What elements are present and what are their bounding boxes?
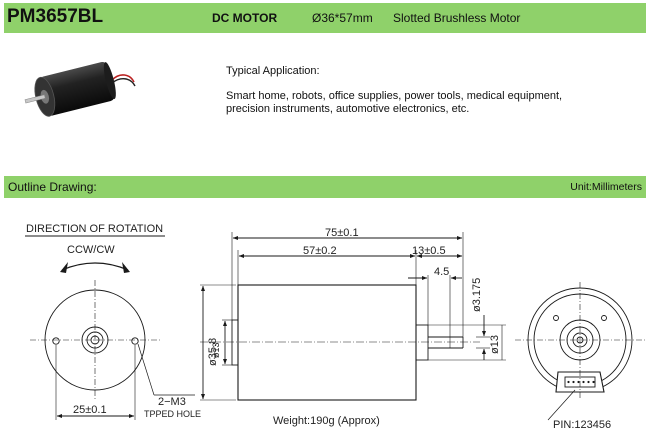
application-line-2: precision instruments, automotive electr… [226, 103, 470, 115]
shaft-diameter-dim: ø3.175 [471, 278, 483, 312]
rotation-label: CCW/CW [67, 244, 115, 256]
rotation-title: DIRECTION OF ROTATION [26, 223, 163, 235]
application-line-1: Smart home, robots, office supplies, pow… [226, 90, 563, 102]
application-title: Typical Application: [226, 65, 320, 77]
motor-description: Slotted Brushless Motor [393, 11, 521, 25]
unit-label: Unit:Millimeters [570, 181, 642, 193]
overall-length-dim: 75±0.1 [325, 227, 359, 239]
body-length-dim: 57±0.2 [303, 245, 337, 257]
header-bar [4, 3, 646, 33]
outline-bar [4, 176, 646, 198]
outline-title: Outline Drawing: [8, 180, 97, 194]
rear-view [515, 282, 645, 421]
weight-label: Weight:190g (Approx) [273, 415, 380, 427]
model-number: PM3657BL [7, 6, 104, 27]
motor-size: Ø36*57mm [312, 11, 373, 25]
motor-type: DC MOTOR [212, 11, 278, 25]
flat-length-dim: 4.5 [434, 266, 449, 278]
side-view [200, 232, 506, 401]
shaft-boss-diameter-dim: ø13 [489, 335, 501, 354]
pin-label: PIN:123456 [553, 419, 611, 431]
pin-dots [567, 380, 595, 384]
front-view [25, 235, 195, 420]
shaft-length-dim: 13±0.5 [412, 245, 446, 257]
body-diameter-dim: ø35.8 [207, 338, 219, 366]
thread-note: TPPED HOLE [144, 409, 201, 419]
boss-diameter-dim: ø13 [211, 342, 221, 358]
thread-label: 2−M3 [158, 396, 186, 408]
motor-photo [24, 61, 136, 117]
hole-spacing-dim: 25±0.1 [73, 404, 107, 416]
